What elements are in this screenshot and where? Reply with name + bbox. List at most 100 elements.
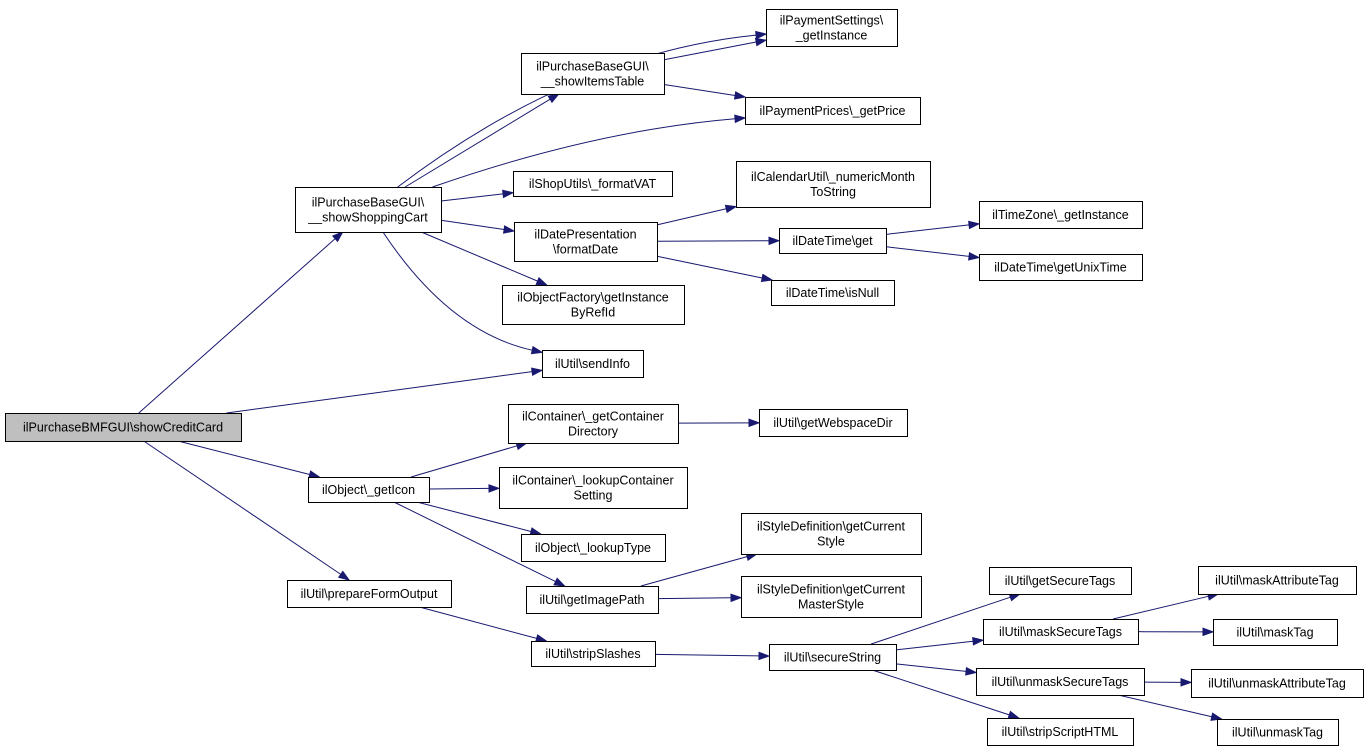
node-show-shopping-cart[interactable]: ilPurchaseBaseGUI\__showShoppingCart bbox=[295, 187, 442, 233]
node-unmask-attribute-tag[interactable]: ilUtil\unmaskAttributeTag bbox=[1191, 669, 1364, 698]
edge-show-credit-card-to-send-info bbox=[226, 371, 533, 414]
node-lookup-type[interactable]: ilObject\_lookupType bbox=[521, 534, 666, 562]
node-show-credit-card[interactable]: ilPurchaseBMFGUI\showCreditCard bbox=[5, 413, 242, 442]
nodes-layer: ilPurchaseBMFGUI\showCreditCard ilPurchas… bbox=[5, 9, 1364, 746]
edge-get-icon-to-get-image-path bbox=[393, 501, 556, 583]
edge-prepare-form-output-to-strip-slashes bbox=[419, 606, 537, 639]
edge-get-icon-to-container-dir bbox=[410, 445, 518, 478]
node-format-date[interactable]: ilDatePresentation\formatDate bbox=[514, 222, 658, 262]
node-label: ilUtil\secureString bbox=[784, 651, 881, 665]
node-box bbox=[1191, 669, 1364, 698]
node-label: ilContainer\_getContainer bbox=[522, 410, 664, 424]
arrowhead-secure-string bbox=[758, 651, 771, 661]
node-is-null[interactable]: ilDateTime\isNull bbox=[771, 280, 895, 306]
node-webspace-dir[interactable]: ilUtil\getWebspaceDir bbox=[759, 409, 908, 437]
arrowhead-mask-secure-tags bbox=[972, 637, 985, 646]
node-unmask-secure-tags[interactable]: ilUtil\unmaskSecureTags bbox=[976, 668, 1145, 696]
node-label: ilObjectFactory\getInstance bbox=[517, 291, 669, 305]
arrowhead-is-null bbox=[760, 273, 774, 283]
node-payment-settings[interactable]: ilPaymentSettings\_getInstance bbox=[766, 9, 898, 47]
node-label: ilUtil\prepareFormOutput bbox=[301, 587, 438, 601]
node-label: __showItemsTable bbox=[540, 75, 645, 89]
node-dt-get[interactable]: ilDateTime\get bbox=[779, 228, 887, 254]
node-label: ilUtil\maskTag bbox=[1236, 626, 1313, 640]
node-box bbox=[542, 350, 644, 378]
arrowhead-format-vat bbox=[502, 189, 515, 199]
node-box bbox=[513, 171, 673, 197]
node-box bbox=[779, 228, 887, 254]
edge-show-credit-card-to-show-shopping-cart bbox=[138, 238, 336, 414]
edge-secure-string-to-unmask-secure-tags bbox=[895, 663, 967, 672]
node-tz-instance[interactable]: ilTimeZone\_getInstance bbox=[979, 201, 1143, 229]
node-label: ilUtil\sendInfo bbox=[555, 357, 630, 371]
node-get-secure-tags[interactable]: ilUtil\getSecureTags bbox=[989, 567, 1132, 595]
node-box bbox=[287, 580, 452, 608]
node-label: ilUtil\getImagePath bbox=[540, 593, 645, 607]
arrowhead-send-info bbox=[531, 367, 544, 377]
edge-show-shopping-cart-to-format-vat bbox=[440, 193, 504, 202]
node-label: ilPaymentPrices\_getPrice bbox=[760, 104, 906, 118]
node-prepare-form-output[interactable]: ilUtil\prepareFormOutput bbox=[287, 580, 452, 608]
edge-unmask-secure-tags-to-unmask-tag bbox=[1118, 694, 1212, 718]
node-box bbox=[741, 576, 922, 618]
node-mask-attribute-tag[interactable]: ilUtil\maskAttributeTag bbox=[1198, 566, 1357, 595]
node-strip-slashes[interactable]: ilUtil\stripSlashes bbox=[531, 641, 656, 667]
node-unmask-tag[interactable]: ilUtil\unmaskTag bbox=[1217, 719, 1339, 746]
edge-show-shopping-cart-to-get-price bbox=[432, 118, 736, 188]
arrowhead-webspace-dir bbox=[748, 418, 761, 428]
node-label: _getInstance bbox=[795, 29, 868, 43]
node-show-items-table[interactable]: ilPurchaseBaseGUI\__showItemsTable bbox=[521, 53, 665, 95]
node-label: ilPurchaseBMFGUI\showCreditCard bbox=[23, 421, 223, 435]
arrowhead-get-price bbox=[734, 114, 747, 124]
node-box bbox=[521, 53, 665, 95]
edge-secure-string-to-mask-secure-tags bbox=[895, 640, 974, 651]
edge-strip-slashes-to-secure-string bbox=[654, 653, 760, 657]
node-get-price[interactable]: ilPaymentPrices\_getPrice bbox=[745, 97, 921, 125]
node-unix-time[interactable]: ilDateTime\getUnixTime bbox=[979, 254, 1143, 281]
arrowhead-payment-settings bbox=[754, 37, 768, 47]
node-label: \formatDate bbox=[553, 243, 618, 257]
node-label: ilUtil\maskSecureTags bbox=[999, 625, 1122, 639]
arrowhead-unix-time bbox=[968, 252, 981, 261]
node-box bbox=[508, 404, 679, 444]
node-format-vat[interactable]: ilShopUtils\_formatVAT bbox=[513, 171, 673, 197]
edge-secure-string-to-get-secure-tags bbox=[871, 596, 1011, 645]
node-secure-string[interactable]: ilUtil\secureString bbox=[769, 644, 897, 671]
node-box bbox=[741, 513, 922, 555]
node-strip-script-html[interactable]: ilUtil\stripScriptHTML bbox=[987, 718, 1134, 746]
node-label: ilTimeZone\_getInstance bbox=[992, 208, 1128, 222]
arrowhead-format-date bbox=[502, 225, 516, 234]
node-box bbox=[531, 641, 656, 667]
node-send-info[interactable]: ilUtil\sendInfo bbox=[542, 350, 644, 378]
node-label: Directory bbox=[568, 425, 619, 439]
node-box bbox=[499, 467, 688, 509]
arrowhead-unmask-tag bbox=[1210, 712, 1223, 721]
node-get-icon[interactable]: ilObject\_getIcon bbox=[308, 477, 430, 503]
edge-get-icon-to-lookup-container-setting bbox=[428, 487, 490, 490]
node-box bbox=[1217, 719, 1339, 746]
node-label: ilCalendarUtil\_numericMonth bbox=[751, 170, 915, 184]
node-box bbox=[1198, 566, 1357, 595]
node-mask-secure-tags[interactable]: ilUtil\maskSecureTags bbox=[983, 619, 1139, 645]
node-label: ilUtil\maskAttributeTag bbox=[1215, 574, 1339, 588]
node-label: ilStyleDefinition\getCurrent bbox=[757, 583, 906, 597]
node-label: ilDatePresentation bbox=[534, 228, 636, 242]
arrowhead-dt-get bbox=[768, 236, 781, 246]
node-box bbox=[771, 280, 895, 306]
node-box bbox=[979, 201, 1143, 229]
arrowhead-get-instance-by-ref-id bbox=[535, 276, 549, 286]
arrowhead-send-info bbox=[530, 345, 544, 355]
node-get-image-path[interactable]: ilUtil\getImagePath bbox=[526, 586, 659, 614]
arrowhead-show-shopping-cart bbox=[331, 231, 344, 243]
arrowhead-get-price bbox=[733, 91, 747, 100]
edge-get-icon-to-lookup-type bbox=[416, 501, 532, 532]
node-mask-tag[interactable]: ilUtil\maskTag bbox=[1213, 619, 1338, 646]
arrowhead-prepare-form-output bbox=[337, 570, 351, 581]
